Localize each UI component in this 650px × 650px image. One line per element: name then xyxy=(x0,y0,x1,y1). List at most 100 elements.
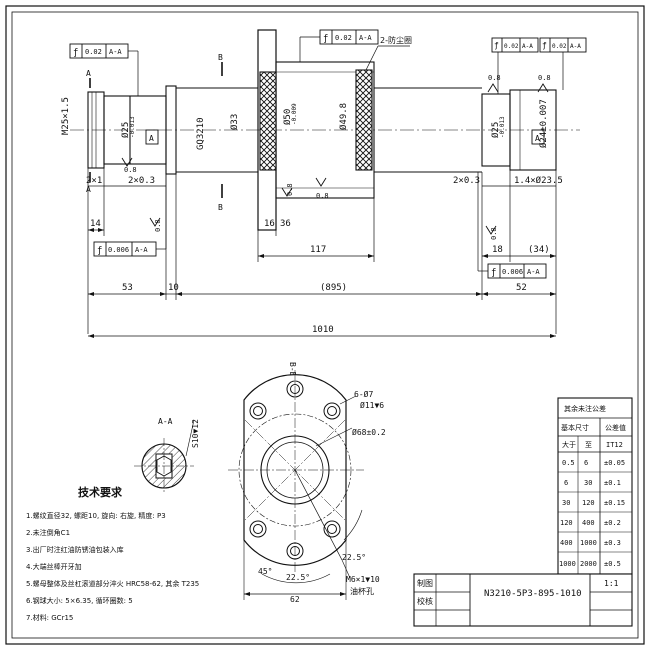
section-b-bottom: B xyxy=(218,203,223,212)
svg-text:16: 16 xyxy=(264,219,275,229)
svg-text:45°: 45° xyxy=(258,567,272,576)
svg-text:A-A: A-A xyxy=(359,34,372,42)
tol-row: 120 xyxy=(560,519,573,527)
svg-text:±0.3: ±0.3 xyxy=(604,539,621,547)
title-checked: 校核 xyxy=(417,596,433,606)
dim-d25a: Ø25 xyxy=(120,122,131,138)
svg-text:±0.1: ±0.1 xyxy=(604,479,621,487)
svg-text:大于: 大于 xyxy=(562,440,576,449)
section-aa: A-A S10▼12 xyxy=(134,417,200,494)
tol-row: 6 xyxy=(564,479,568,487)
svg-text:0.8: 0.8 xyxy=(286,183,294,196)
dim-d33: Ø33 xyxy=(229,114,240,130)
dim-d49: Ø49.8 xyxy=(338,103,349,130)
svg-text:0.8: 0.8 xyxy=(124,166,137,174)
dim-d25b: Ø25 xyxy=(490,122,501,138)
section-bb: B-B 6-Ø7 Ø11▼6 xyxy=(228,362,386,604)
svg-text:53: 53 xyxy=(122,283,133,293)
svg-text:(34): (34) xyxy=(528,245,550,255)
dim-gq: GQ3210 xyxy=(196,117,206,150)
svg-text:基本尺寸: 基本尺寸 xyxy=(561,423,589,432)
svg-text:S10▼12: S10▼12 xyxy=(191,419,200,448)
svg-text:0.8: 0.8 xyxy=(488,74,501,82)
technical-notes: 技术要求 1.螺纹直径32, 螺距10, 旋向: 右旋, 精度: P3 2.未注… xyxy=(26,485,199,622)
svg-text:2-防尘圈: 2-防尘圈 xyxy=(380,35,412,45)
drawing-scale: 1:1 xyxy=(604,579,619,588)
roughness-marks xyxy=(121,83,549,235)
dim-d25b-tol: -0.013 xyxy=(499,116,506,138)
svg-text:6-Ø7: 6-Ø7 xyxy=(354,389,373,399)
svg-text:10: 10 xyxy=(168,283,179,293)
svg-text:120: 120 xyxy=(582,499,595,507)
svg-text:0.02: 0.02 xyxy=(504,43,519,50)
svg-text:M6×1▼10: M6×1▼10 xyxy=(346,575,380,584)
svg-text:A-A: A-A xyxy=(109,48,122,56)
svg-text:其余未注公差: 其余未注公差 xyxy=(564,404,606,413)
svg-text:±0.05: ±0.05 xyxy=(604,459,625,467)
tolerance-table: 其余未注公差 基本尺寸 公差值 大于 至 IT12 0.5 6 ±0.05 6 … xyxy=(557,397,633,575)
dim-m25: M25×1.5 xyxy=(61,97,71,135)
dim-d25a-tol: -0.013 xyxy=(129,116,136,138)
svg-text:0.8: 0.8 xyxy=(316,192,329,200)
gtol-frame-4: ƒ 0.02 A-A xyxy=(539,37,587,53)
drawing-frame xyxy=(5,5,645,645)
title-block: 制图 校核 N3210-5P3-895-1010 1:1 xyxy=(413,573,633,627)
note-line: 6.钢球大小: 5×6.35, 循环圈数: 5 xyxy=(26,596,133,605)
part-number: N3210-5P3-895-1010 xyxy=(484,589,582,599)
svg-text:30: 30 xyxy=(584,479,592,487)
svg-text:0.8: 0.8 xyxy=(154,219,162,232)
dimension-texts: 2×1 2×0.3 2×0.3 1.4×Ø23.5 14 16 36 117 1… xyxy=(86,175,563,335)
svg-text:B-B: B-B xyxy=(288,362,297,377)
drawing-border xyxy=(11,11,639,639)
svg-text:ƒ: ƒ xyxy=(542,41,547,50)
svg-text:A: A xyxy=(535,134,540,143)
note-line: 4.大端丝棒开牙加 xyxy=(26,562,82,571)
roughness-values: 0.8 0.8 0.8 0.8 0.8 0.8 0.8 xyxy=(124,74,551,240)
svg-text:0.02: 0.02 xyxy=(85,48,102,56)
svg-text:A-A: A-A xyxy=(522,43,533,50)
svg-text:ƒ: ƒ xyxy=(97,246,102,256)
svg-text:±0.2: ±0.2 xyxy=(604,519,621,527)
svg-text:公差值: 公差值 xyxy=(605,423,626,432)
svg-text:ƒ: ƒ xyxy=(323,34,328,44)
svg-text:至: 至 xyxy=(585,441,592,449)
note-line: 2.未注倒角C1 xyxy=(26,528,70,537)
gtol-frame-3: ƒ 0.02 A-A xyxy=(491,37,539,53)
svg-text:ƒ: ƒ xyxy=(494,41,499,50)
svg-text:ƒ: ƒ xyxy=(491,268,496,278)
svg-text:400: 400 xyxy=(582,519,595,527)
callout-seal: 2-防尘圈 xyxy=(365,35,412,71)
svg-text:0.02: 0.02 xyxy=(335,34,352,42)
note-line: 3.出厂时注红油防锈油包装入库 xyxy=(26,545,124,554)
svg-text:14: 14 xyxy=(90,219,101,229)
svg-text:22.5°: 22.5° xyxy=(286,573,310,582)
svg-text:18: 18 xyxy=(492,245,503,255)
svg-text:2×0.3: 2×0.3 xyxy=(128,176,155,186)
svg-text:IT12: IT12 xyxy=(606,441,623,449)
note-line: 5.螺母整体及丝杠滚道部分淬火 HRC58-62, 其余 T235 xyxy=(26,579,199,588)
svg-text:0.006: 0.006 xyxy=(502,268,523,276)
datum-a-left: A xyxy=(145,129,159,145)
dimension-arrows xyxy=(88,228,556,338)
dim-d50: Ø50 xyxy=(282,109,293,125)
svg-text:0.8: 0.8 xyxy=(490,227,498,240)
notes-title: 技术要求 xyxy=(78,485,123,499)
gtol-frame-1: ƒ 0.02 A-A xyxy=(69,43,129,59)
svg-text:62: 62 xyxy=(290,595,300,604)
svg-text:1000: 1000 xyxy=(580,539,597,547)
dim-d24: Ø24±0.007 xyxy=(538,99,549,148)
svg-text:油杯孔: 油杯孔 xyxy=(350,586,374,596)
svg-text:(895): (895) xyxy=(320,283,347,293)
svg-text:1.4×Ø23.5: 1.4×Ø23.5 xyxy=(514,175,563,186)
svg-text:2×0.3: 2×0.3 xyxy=(453,176,480,186)
dimension-lines xyxy=(87,166,557,337)
datum-a-right: A xyxy=(531,129,545,145)
svg-text:0.006: 0.006 xyxy=(108,246,129,254)
section-a-bottom: A xyxy=(86,185,91,194)
title-drawn: 制图 xyxy=(417,578,433,588)
gtol-frame-5: ƒ 0.006 A-A xyxy=(93,241,157,257)
svg-text:±0.5: ±0.5 xyxy=(604,560,621,568)
svg-text:A-A: A-A xyxy=(570,43,581,50)
svg-text:A-A: A-A xyxy=(527,268,540,276)
